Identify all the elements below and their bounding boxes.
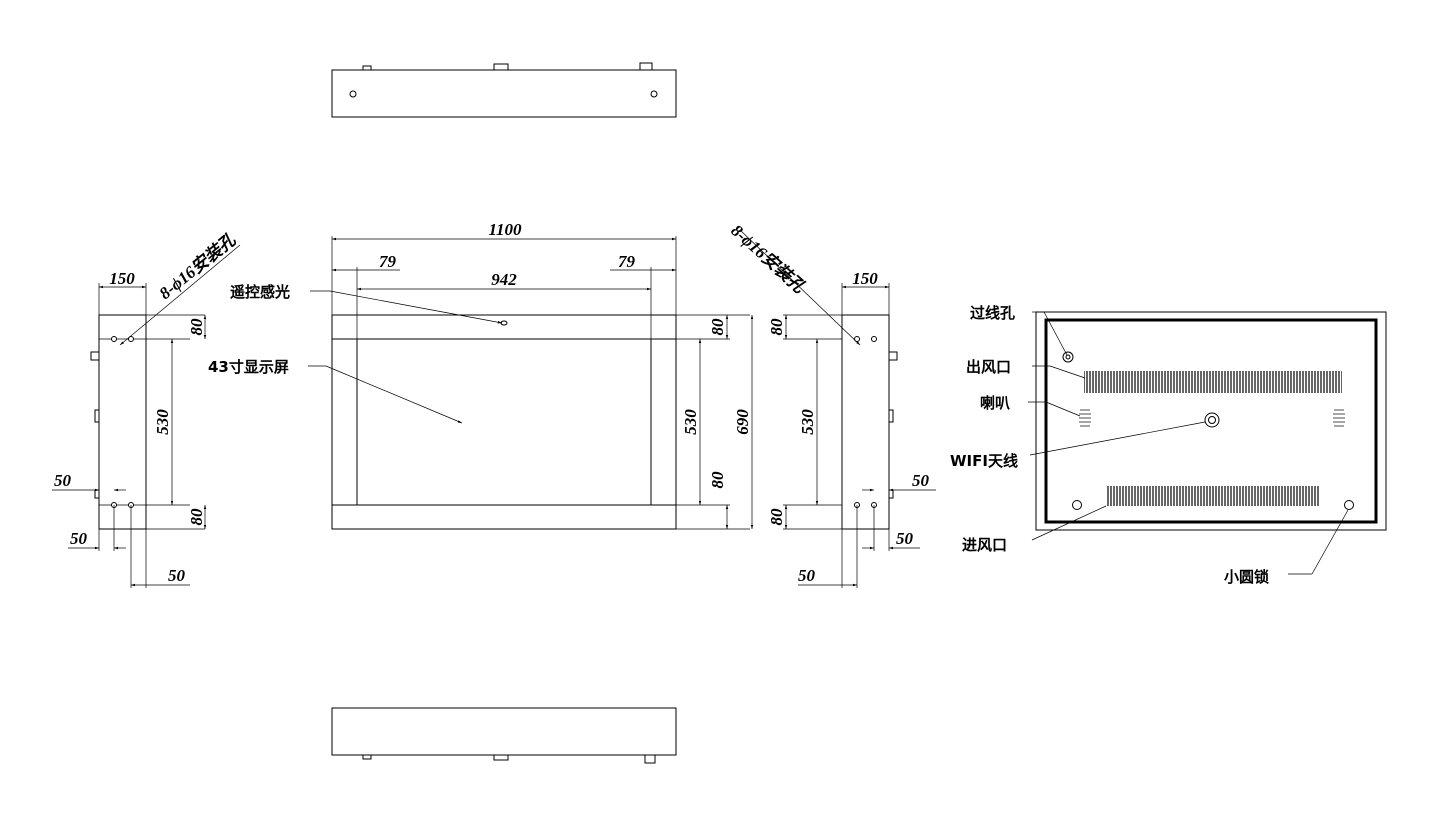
dim-left-off-c: 50 xyxy=(168,566,186,585)
label-speaker: 喇叭 xyxy=(980,394,1010,412)
dim-left-bottom: 80 xyxy=(187,508,206,526)
bottom-view xyxy=(331,707,677,764)
label-left-holes: 8-ϕ16安装孔 xyxy=(156,230,240,303)
label-wifi: WIFI天线 xyxy=(950,452,1018,470)
label-cable-hole: 过线孔 xyxy=(970,304,1015,322)
dim-right-bottom: 80 xyxy=(708,471,727,489)
dim-right-mid: 530 xyxy=(681,409,700,435)
dim-screen-width: 942 xyxy=(491,270,517,289)
dim-right-off-c: 50 xyxy=(798,566,816,585)
dim-right-inset: 79 xyxy=(618,252,636,271)
dim-right-bottom-v: 80 xyxy=(767,508,786,526)
label-air-outlet: 出风口 xyxy=(966,358,1011,376)
speaker-left-icon xyxy=(1079,409,1091,427)
dim-right-top: 80 xyxy=(708,318,727,336)
rear-view: 过线孔 出风口 喇叭 WIFI天线 进风口 小圆锁 xyxy=(950,304,1387,586)
dim-right-depth: 150 xyxy=(852,269,878,288)
label-lock: 小圆锁 xyxy=(1224,568,1269,586)
dim-right-mid-v: 530 xyxy=(798,409,817,435)
dim-left-mid: 530 xyxy=(153,409,172,435)
label-right-holes: 8-ϕ16安装孔 xyxy=(727,221,809,297)
dim-left-inset: 79 xyxy=(379,252,397,271)
left-side-view: 150 80 530 80 50 50 50 8-ϕ16安装孔 xyxy=(52,230,241,588)
dim-left-depth: 150 xyxy=(109,269,135,288)
label-remote-sensor: 遥控感光 xyxy=(230,283,290,301)
top-view xyxy=(331,62,677,118)
label-air-inlet: 进风口 xyxy=(962,536,1007,554)
label-display: 43寸显示屏 xyxy=(208,358,289,376)
dim-left-off-a: 50 xyxy=(54,471,72,490)
dim-right-off-a: 50 xyxy=(912,471,930,490)
dim-left-off-b: 50 xyxy=(70,529,88,548)
dim-left-top: 80 xyxy=(187,318,206,336)
right-side-view: 150 80 530 80 50 50 50 8-ϕ16安装孔 xyxy=(727,221,936,588)
front-view: 1100 79 79 942 80 530 80 690 遥控感光 43寸显示屏 xyxy=(208,220,754,530)
dim-right-off-b: 50 xyxy=(896,529,914,548)
dim-right-total: 690 xyxy=(733,409,752,435)
dim-top-width: 1100 xyxy=(488,220,522,239)
dim-right-top-v: 80 xyxy=(767,318,786,336)
speaker-right-icon xyxy=(1333,409,1345,427)
